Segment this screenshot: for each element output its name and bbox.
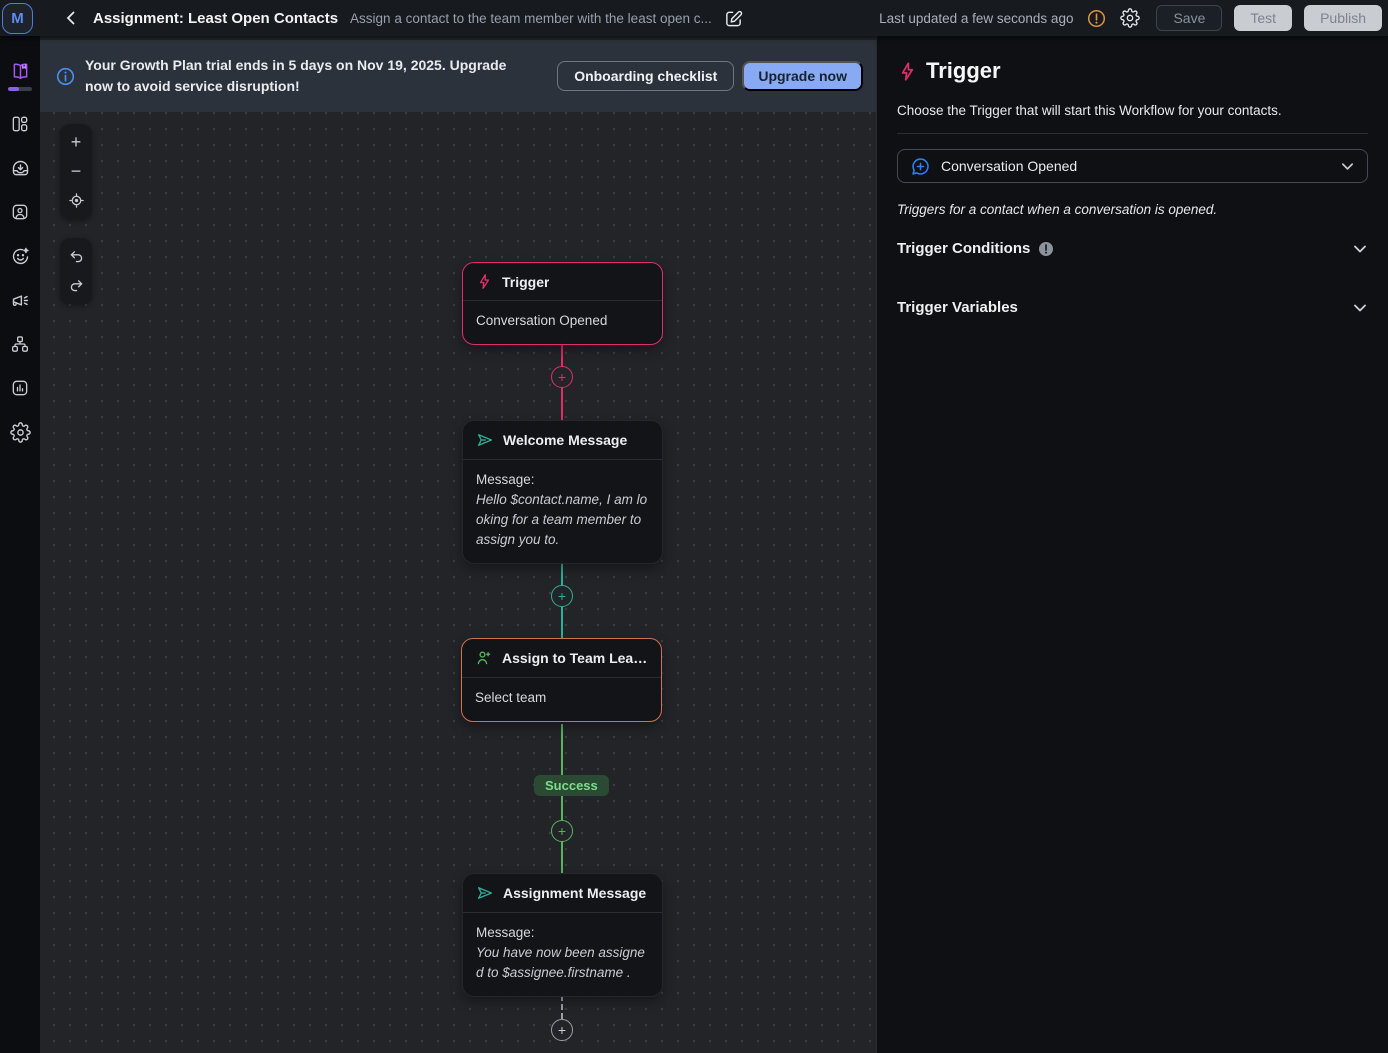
panel-description: Choose the Trigger that will start this … bbox=[897, 103, 1282, 118]
person-plus-icon bbox=[475, 649, 493, 667]
node-assignment-message[interactable]: Assignment Message Message: You have now… bbox=[462, 873, 663, 997]
node-title: Assign to Team Least ... bbox=[502, 650, 648, 666]
panel-title-row: Trigger bbox=[897, 58, 1368, 84]
message-label: Message: bbox=[476, 472, 535, 487]
last-updated-text: Last updated a few seconds ago bbox=[879, 10, 1074, 26]
sidebar-item-broadcasts[interactable] bbox=[0, 278, 40, 322]
node-assign-to-team[interactable]: Assign to Team Least ... Select team bbox=[461, 638, 662, 722]
trigger-variables-label: Trigger Variables bbox=[897, 299, 1018, 316]
chevron-left-icon bbox=[63, 10, 79, 26]
left-nav-sidebar bbox=[0, 36, 40, 1053]
pencil-square-icon bbox=[724, 9, 743, 28]
message-label: Message: bbox=[476, 925, 535, 940]
node-trigger[interactable]: Trigger Conversation Opened bbox=[462, 262, 663, 345]
workflow-icon bbox=[10, 334, 30, 354]
zoom-controls: + − bbox=[60, 124, 92, 219]
back-button[interactable] bbox=[63, 10, 79, 26]
panel-title: Trigger bbox=[926, 58, 1001, 83]
message-text-line: Hello $contact.name, I am lo bbox=[476, 492, 648, 507]
save-button[interactable]: Save bbox=[1156, 5, 1223, 31]
trigger-note: Triggers for a contact when a conversati… bbox=[897, 202, 1218, 217]
node-body: Message: Hello $contact.name, I am lo ok… bbox=[463, 460, 662, 563]
node-welcome-message[interactable]: Welcome Message Message: Hello $contact.… bbox=[462, 420, 663, 564]
node-header: Trigger bbox=[463, 263, 662, 301]
trial-banner-text: Your Growth Plan trial ends in 5 days on… bbox=[85, 57, 507, 94]
message-text-line: d to $assignee.firstname . bbox=[476, 965, 631, 980]
history-controls bbox=[60, 238, 92, 304]
trigger-type-dropdown[interactable]: Conversation Opened bbox=[897, 149, 1368, 183]
message-text-line: oking for a team member to bbox=[476, 512, 642, 527]
sidebar-item-ai-agent[interactable] bbox=[0, 234, 40, 278]
node-header: Assignment Message bbox=[463, 874, 662, 913]
node-body: Select team bbox=[475, 690, 547, 705]
sidebar-item-workflows[interactable] bbox=[0, 322, 40, 366]
chevron-down-icon bbox=[1352, 300, 1368, 316]
chevron-down-icon bbox=[1352, 241, 1368, 257]
node-title: Assignment Message bbox=[503, 885, 647, 901]
inbox-icon bbox=[10, 158, 31, 179]
megaphone-icon bbox=[10, 290, 31, 311]
redo-button[interactable] bbox=[60, 271, 92, 300]
add-step-button[interactable]: + bbox=[551, 820, 573, 842]
chevron-down-icon bbox=[1340, 159, 1355, 174]
connector-assign-success bbox=[561, 724, 563, 873]
gear-icon bbox=[9, 421, 31, 443]
fit-view-button[interactable] bbox=[60, 186, 92, 215]
node-body: Conversation Opened bbox=[476, 313, 608, 328]
lightning-bolt-icon bbox=[476, 273, 493, 290]
sidebar-item-settings[interactable] bbox=[0, 410, 40, 454]
sidebar-item-contacts[interactable] bbox=[0, 190, 40, 234]
sidebar-item-dashboard[interactable] bbox=[0, 102, 40, 146]
node-body: Message: You have now been assigne d to … bbox=[463, 913, 662, 996]
node-title: Trigger bbox=[502, 273, 550, 290]
layout-icon bbox=[10, 114, 30, 134]
trigger-conditions-label: Trigger Conditions bbox=[897, 240, 1031, 257]
settings-gear-icon[interactable] bbox=[1120, 8, 1141, 28]
test-button[interactable]: Test bbox=[1234, 5, 1293, 31]
book-icon bbox=[10, 61, 31, 82]
workflow-subtitle: Assign a contact to the team member with… bbox=[350, 10, 712, 26]
add-step-button[interactable]: + bbox=[551, 366, 573, 388]
trigger-type-value: Conversation Opened bbox=[941, 158, 1078, 174]
upgrade-now-button[interactable]: Upgrade now bbox=[742, 61, 863, 91]
sidebar-item-reports[interactable] bbox=[0, 366, 40, 410]
bar-chart-icon bbox=[10, 378, 30, 398]
contact-card-icon bbox=[10, 202, 30, 222]
zoom-in-button[interactable]: + bbox=[70, 132, 82, 152]
publish-button[interactable]: Publish bbox=[1304, 5, 1382, 31]
add-step-button[interactable]: + bbox=[551, 1019, 573, 1041]
info-icon bbox=[1038, 241, 1054, 257]
top-header: M Assignment: Least Open Contacts Assign… bbox=[0, 0, 1388, 36]
zoom-out-button[interactable]: − bbox=[70, 161, 82, 181]
chat-bubble-plus-icon bbox=[910, 156, 931, 177]
smiley-sparkle-icon bbox=[10, 246, 31, 267]
connector-dashed-end bbox=[561, 995, 563, 1019]
node-header: Assign to Team Least ... bbox=[462, 639, 661, 678]
workflow-title: Assignment: Least Open Contacts bbox=[93, 9, 339, 27]
sidebar-item-getting-started[interactable] bbox=[0, 50, 40, 102]
sidebar-item-inbox[interactable] bbox=[0, 146, 40, 190]
undo-button[interactable] bbox=[60, 242, 92, 271]
message-text-line: You have now been assigne bbox=[476, 945, 645, 960]
send-message-icon bbox=[476, 884, 494, 902]
divider bbox=[897, 133, 1368, 134]
node-header: Welcome Message bbox=[463, 421, 662, 460]
edit-description-button[interactable] bbox=[724, 9, 743, 28]
onboarding-progress-bar bbox=[8, 87, 32, 91]
trial-banner: Your Growth Plan trial ends in 5 days on… bbox=[40, 40, 876, 112]
lightning-bolt-icon bbox=[897, 61, 918, 82]
message-text-line: assign you to. bbox=[476, 532, 560, 547]
info-icon bbox=[56, 67, 75, 86]
workspace-avatar[interactable]: M bbox=[2, 2, 33, 34]
workflow-canvas[interactable]: Your Growth Plan trial ends in 5 days on… bbox=[40, 36, 876, 1053]
trigger-variables-section[interactable]: Trigger Variables bbox=[897, 299, 1368, 316]
trigger-conditions-section[interactable]: Trigger Conditions bbox=[897, 240, 1368, 257]
trigger-config-panel: Trigger Choose the Trigger that will sta… bbox=[876, 36, 1388, 1053]
branch-label-success: Success bbox=[534, 775, 609, 796]
onboarding-checklist-button[interactable]: Onboarding checklist bbox=[557, 61, 735, 91]
add-step-button[interactable]: + bbox=[551, 585, 573, 607]
send-message-icon bbox=[476, 431, 494, 449]
node-title: Welcome Message bbox=[503, 432, 628, 448]
warning-icon[interactable] bbox=[1087, 9, 1106, 28]
